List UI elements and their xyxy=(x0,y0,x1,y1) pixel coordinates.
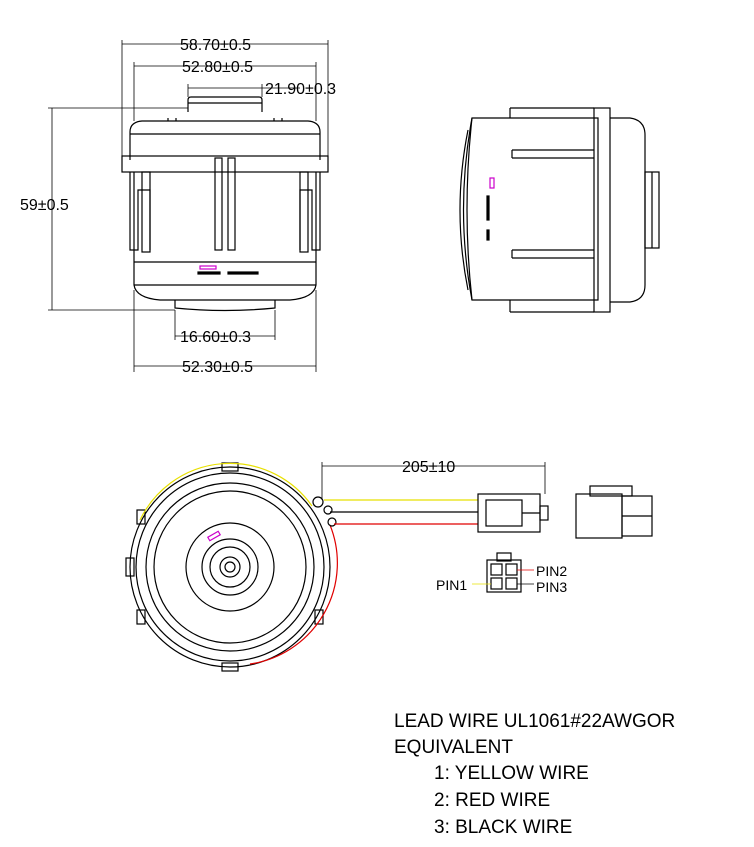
dim-lead-length: 205±10 xyxy=(402,459,455,476)
note-equivalent: EQUIVALENT xyxy=(394,737,513,758)
lead-length-dimension xyxy=(321,462,546,500)
pin1-label: PIN1 xyxy=(436,577,467,593)
dim-overall-width: 58.70±0.5 xyxy=(180,37,251,54)
pin2-label: PIN2 xyxy=(536,563,567,579)
note-yellow-wire: 1: YELLOW WIRE xyxy=(434,763,589,784)
side-view xyxy=(459,107,660,313)
note-black-wire: 3: BLACK WIRE xyxy=(434,817,573,838)
connector-front xyxy=(575,485,653,539)
dim-base-width: 52.30±0.5 xyxy=(182,359,253,376)
dim-bottom-boss-width: 16.60±0.3 xyxy=(180,329,251,346)
lead-wires xyxy=(324,499,478,525)
dim-top-boss-width: 21.90±0.3 xyxy=(265,81,336,98)
front-view-dimensions xyxy=(48,40,329,372)
connector-side xyxy=(477,493,549,533)
note-red-wire: 2: RED WIRE xyxy=(434,790,551,811)
pin3-label: PIN3 xyxy=(536,579,567,595)
note-lead-wire: LEAD WIRE UL1061#22AWGOR xyxy=(394,711,676,732)
front-view xyxy=(121,96,329,312)
dim-height: 59±0.5 xyxy=(20,197,69,214)
dim-flange-width: 52.80±0.5 xyxy=(182,59,253,76)
pin-layout xyxy=(472,552,534,593)
bottom-view xyxy=(125,462,338,672)
